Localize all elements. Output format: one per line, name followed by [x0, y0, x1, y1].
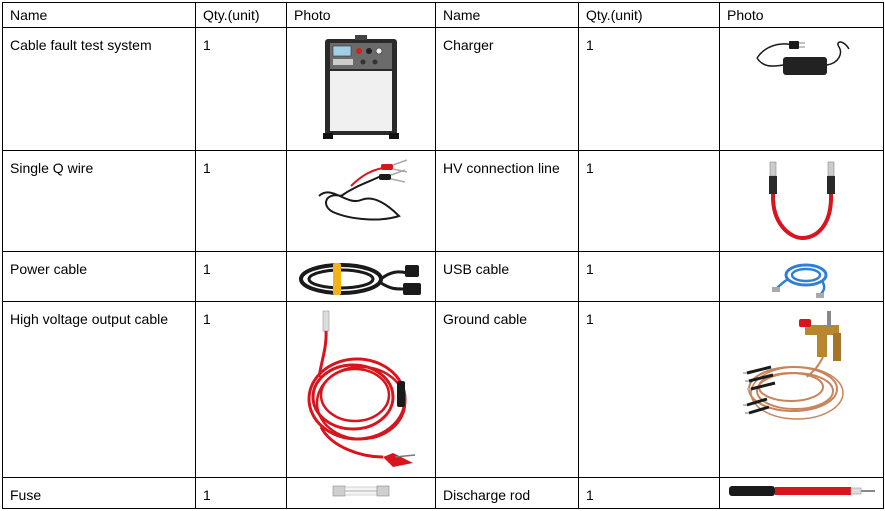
item-photo-cell	[286, 27, 436, 151]
header-name-left: Name	[2, 2, 196, 28]
hv-output-cable-photo	[307, 310, 416, 467]
fuse-photo	[332, 485, 390, 497]
item-photo-cell	[719, 27, 884, 151]
item-name: USB cable	[435, 251, 579, 302]
charger-photo	[755, 41, 850, 75]
table-row: Fuse 1 Discharge rod 1	[2, 477, 884, 509]
item-qty: 1	[578, 27, 720, 151]
header-qty-right: Qty.(unit)	[578, 2, 720, 28]
item-name: Single Q wire	[2, 150, 196, 252]
item-photo-cell	[286, 251, 436, 302]
discharge-rod-photo	[729, 486, 875, 496]
table-row: Power cable 1 USB cable 1	[2, 251, 884, 302]
table-row: High voltage output cable 1 Ground cable…	[2, 301, 884, 478]
header-qty-left: Qty.(unit)	[195, 2, 287, 28]
item-qty: 1	[578, 477, 720, 509]
item-qty: 1	[195, 251, 287, 302]
test-system-unit-photo	[323, 35, 399, 139]
item-photo-cell	[286, 477, 436, 509]
item-photo-cell	[286, 301, 436, 478]
item-photo-cell	[719, 251, 884, 302]
item-photo-cell	[719, 150, 884, 252]
item-name: Discharge rod	[435, 477, 579, 509]
header-name-right: Name	[435, 2, 579, 28]
item-qty: 1	[578, 251, 720, 302]
header-row: Name Qty.(unit) Photo Name Qty.(unit) Ph…	[2, 2, 884, 28]
item-qty: 1	[195, 150, 287, 252]
item-name: Fuse	[2, 477, 196, 509]
item-qty: 1	[195, 27, 287, 151]
hv-connection-line-photo	[768, 161, 835, 241]
item-qty: 1	[195, 477, 287, 509]
item-name: High voltage output cable	[2, 301, 196, 478]
ground-cable-photo	[742, 311, 844, 420]
q-wire-photo	[318, 159, 408, 221]
item-name-text: High voltage output cable	[10, 311, 168, 327]
item-name: Charger	[435, 27, 579, 151]
power-cable-photo	[299, 263, 421, 295]
item-photo-cell	[719, 477, 884, 509]
item-name: Cable fault test system	[2, 27, 196, 151]
item-qty: 1	[578, 150, 720, 252]
table-row: Single Q wire 1 HV connection line 1	[2, 150, 884, 252]
header-photo-left: Photo	[286, 2, 436, 28]
usb-cable-photo	[771, 263, 827, 298]
item-name: Power cable	[2, 251, 196, 302]
item-name: HV connection line	[435, 150, 579, 252]
item-photo-cell	[719, 301, 884, 478]
table-row: Cable fault test system 1 Charger 1	[2, 27, 884, 151]
item-qty: 1	[578, 301, 720, 478]
item-name: Ground cable	[435, 301, 579, 478]
header-photo-right: Photo	[719, 2, 884, 28]
item-qty: 1	[195, 301, 287, 478]
item-name-text: HV connection line	[443, 160, 560, 176]
item-photo-cell	[286, 150, 436, 252]
